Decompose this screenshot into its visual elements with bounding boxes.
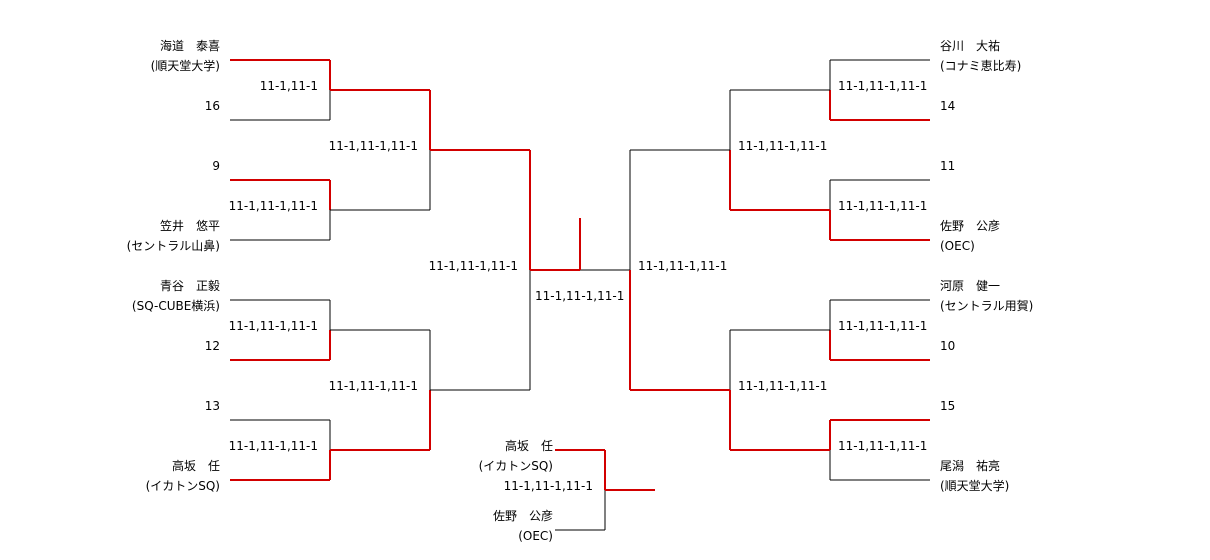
player-name: 谷川 大祐 — [940, 39, 1000, 53]
player-seed: 10 — [940, 339, 955, 353]
player-seed: 15 — [940, 399, 955, 413]
match-score: 11-1,11-1,11-1 — [429, 259, 518, 273]
player-seed: 11 — [940, 159, 955, 173]
player-club: (順天堂大学) — [151, 58, 220, 73]
player-club: (セントラル山鼻) — [127, 238, 220, 253]
match-score: 11-1,11-1,11-1 — [535, 289, 624, 303]
match-score: 11-1,11-1,11-1 — [838, 319, 927, 333]
player-club: (順天堂大学) — [940, 478, 1009, 493]
player-club: (コナミ恵比寿) — [940, 59, 1021, 73]
player-name: 青谷 正毅 — [160, 278, 220, 293]
player-name: 佐野 公彦 — [493, 508, 553, 523]
player-name: 笠井 悠平 — [160, 218, 220, 233]
player-name: 尾潟 祐亮 — [940, 458, 1000, 473]
player-club: (イカトンSQ) — [146, 479, 220, 493]
match-score: 11-1,11-1,11-1 — [229, 319, 318, 333]
player-club: (SQ-CUBE横浜) — [132, 299, 220, 313]
match-score: 11-1,11-1,11-1 — [838, 199, 927, 213]
player-name: 河原 健一 — [940, 279, 1000, 293]
player-club: (OEC) — [518, 529, 553, 543]
match-score: 11-1,11-1,11-1 — [504, 479, 593, 493]
match-score: 11-1,11-1,11-1 — [229, 439, 318, 453]
match-score: 11-1,11-1,11-1 — [838, 439, 927, 453]
match-score: 11-1,11-1,11-1 — [638, 259, 727, 273]
match-score: 11-1,11-1,11-1 — [838, 79, 927, 93]
player-seed: 14 — [940, 99, 955, 113]
player-seed: 12 — [205, 339, 220, 353]
match-score: 11-1,11-1 — [260, 79, 318, 93]
match-score: 11-1,11-1,11-1 — [738, 139, 827, 153]
player-name: 佐野 公彦 — [940, 218, 1000, 233]
player-club: (セントラル用賀) — [940, 299, 1033, 313]
match-score: 11-1,11-1,11-1 — [329, 139, 418, 153]
match-score: 11-1,11-1,11-1 — [229, 199, 318, 213]
player-seed: 13 — [205, 399, 220, 413]
player-seed: 16 — [205, 99, 220, 113]
match-score: 11-1,11-1,11-1 — [738, 379, 827, 393]
player-name: 高坂 任 — [505, 438, 553, 453]
match-score: 11-1,11-1,11-1 — [329, 379, 418, 393]
player-seed: 9 — [212, 159, 220, 173]
player-name: 海道 泰喜 — [160, 38, 220, 53]
player-name: 高坂 任 — [172, 458, 220, 473]
player-club: (OEC) — [940, 239, 975, 253]
player-club: (イカトンSQ) — [479, 459, 553, 473]
